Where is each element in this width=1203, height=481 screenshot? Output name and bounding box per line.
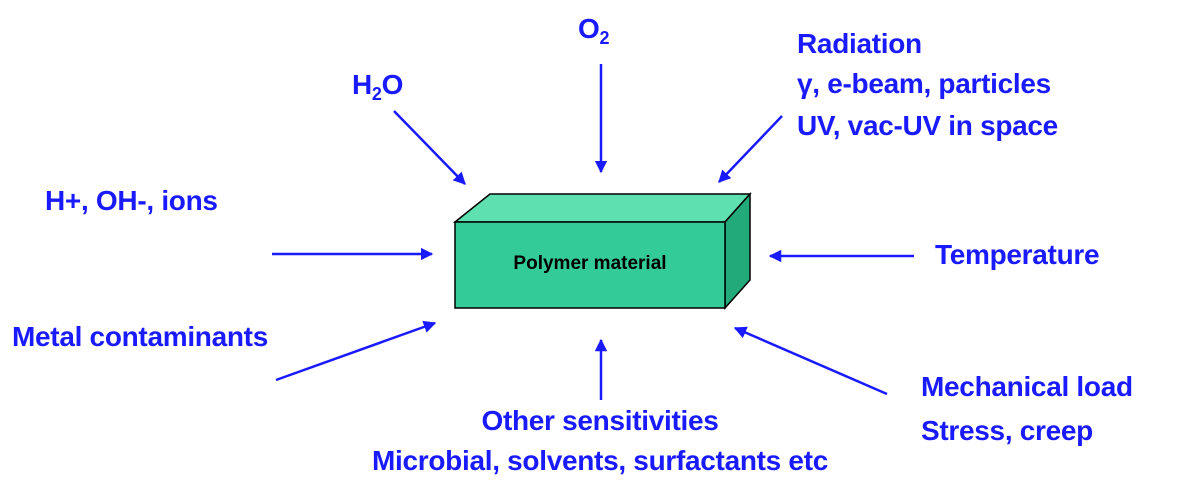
box-top-face <box>452 193 752 223</box>
polymer-box <box>452 192 752 310</box>
label-ions: H+, OH-, ions <box>45 185 218 216</box>
arrow-metal <box>275 320 437 382</box>
h2o-pre: H <box>352 69 372 100</box>
o2-subscript: 2 <box>599 28 610 48</box>
label-radiation-types: γ, e-beam, particles <box>797 68 1051 99</box>
h2o-post: O <box>381 69 404 100</box>
o2-main: O <box>578 13 600 44</box>
arrows <box>272 64 914 400</box>
polymer-material-label: Polymer material <box>513 253 667 274</box>
label-h2o: H2O <box>352 68 404 104</box>
label-other-sensitivities: Other sensitivities <box>481 405 719 436</box>
box-front-face <box>454 221 726 309</box>
label-radiation-uv: UV, vac-UV in space <box>797 110 1058 141</box>
label-radiation-title: Radiation <box>797 28 922 59</box>
arrow-h2o <box>393 110 466 185</box>
arrow-mechanical <box>733 326 888 396</box>
arrow-radiation <box>718 115 783 183</box>
label-temperature: Temperature <box>935 239 1100 270</box>
label-o2: O2 <box>578 12 610 48</box>
label-stress-creep: Stress, creep <box>921 415 1093 446</box>
label-mechanical-load: Mechanical load <box>921 371 1133 402</box>
h2o-subscript: 2 <box>371 84 382 104</box>
label-other-list: Microbial, solvents, surfactants etc <box>371 445 828 476</box>
label-metal-contaminants: Metal contaminants <box>12 321 268 352</box>
